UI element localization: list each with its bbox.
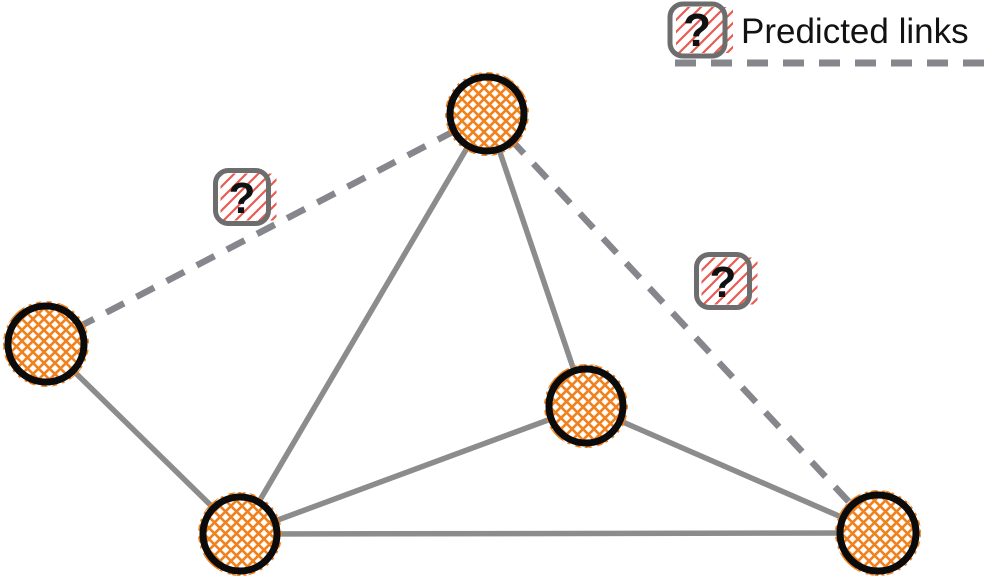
node-hatch-fill — [544, 364, 628, 448]
legend-question-mark-icon: ? — [683, 4, 711, 56]
edge-center-right — [584, 403, 880, 536]
legend: ? Predicted links — [667, 1, 990, 67]
predicted-edge-top-right — [484, 111, 881, 536]
legend-label: Predicted links — [741, 12, 969, 51]
question-mark-icon: ? — [229, 174, 256, 223]
node-outline — [199, 493, 281, 575]
node-hatch-fill — [445, 72, 529, 156]
question-mark-icon: ? — [710, 258, 737, 307]
predicted-edge-left-top — [44, 111, 489, 347]
edge-left-bottom-left — [44, 342, 242, 536]
graph-node-right — [835, 490, 921, 576]
edge-top-center — [484, 113, 589, 407]
graph-node-left — [3, 301, 89, 387]
node-outline — [545, 365, 627, 447]
node-hatch-fill — [198, 492, 282, 576]
graph-node-center — [544, 364, 628, 448]
edge-top-bottom-left — [237, 112, 490, 536]
graph-node-bottom-left — [198, 492, 282, 576]
predicted-link-badge-top-right: ? — [694, 252, 758, 310]
graph-nodes — [3, 72, 921, 576]
badge-border — [213, 168, 271, 226]
predicted-link-badge-left-top: ? — [213, 168, 277, 226]
node-outline — [446, 73, 528, 155]
node-outline — [4, 302, 88, 386]
predicted-link-badges: ?? — [213, 168, 758, 310]
node-hatch-fill — [3, 301, 89, 387]
badge-border — [694, 252, 752, 310]
graph-edges — [44, 111, 881, 537]
legend-badge-border — [667, 1, 728, 59]
node-outline — [836, 491, 920, 575]
graph-node-top — [445, 72, 529, 156]
edge-bottom-left-right — [239, 530, 879, 537]
edge-bottom-left-center — [239, 403, 587, 537]
node-hatch-fill — [835, 490, 921, 576]
